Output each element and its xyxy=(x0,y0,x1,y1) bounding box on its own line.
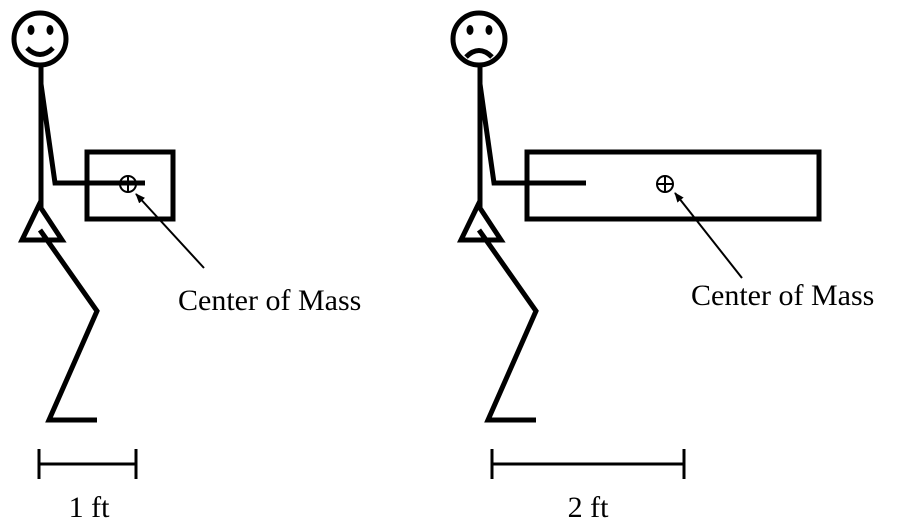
right-distance-scale xyxy=(490,449,686,479)
left-scene: Center of Mass 1 ft xyxy=(11,10,361,524)
left-distance-scale xyxy=(37,449,138,479)
left-arm xyxy=(38,83,145,186)
right-com-label: Center of Mass xyxy=(691,279,874,312)
left-hip-triangle xyxy=(18,199,67,243)
right-stick-figure xyxy=(450,10,586,423)
left-com-arrow xyxy=(135,193,205,269)
right-leg xyxy=(476,228,539,423)
left-distance-label: 1 ft xyxy=(69,491,110,523)
right-distance-label: 2 ft xyxy=(568,491,609,523)
right-arm xyxy=(477,83,586,186)
left-box xyxy=(84,149,176,222)
right-box xyxy=(524,149,822,222)
left-com-label: Center of Mass xyxy=(178,284,361,317)
right-scene: Center of Mass 2 ft xyxy=(450,10,874,524)
right-com-arrow xyxy=(674,192,743,279)
right-hip-triangle xyxy=(457,199,506,243)
left-center-of-mass-icon xyxy=(119,175,137,193)
right-center-of-mass-icon xyxy=(656,175,674,193)
frowning-face-icon xyxy=(450,10,508,68)
left-leg xyxy=(37,228,100,423)
left-stick-figure xyxy=(11,10,145,423)
smiley-face-icon xyxy=(11,10,69,68)
